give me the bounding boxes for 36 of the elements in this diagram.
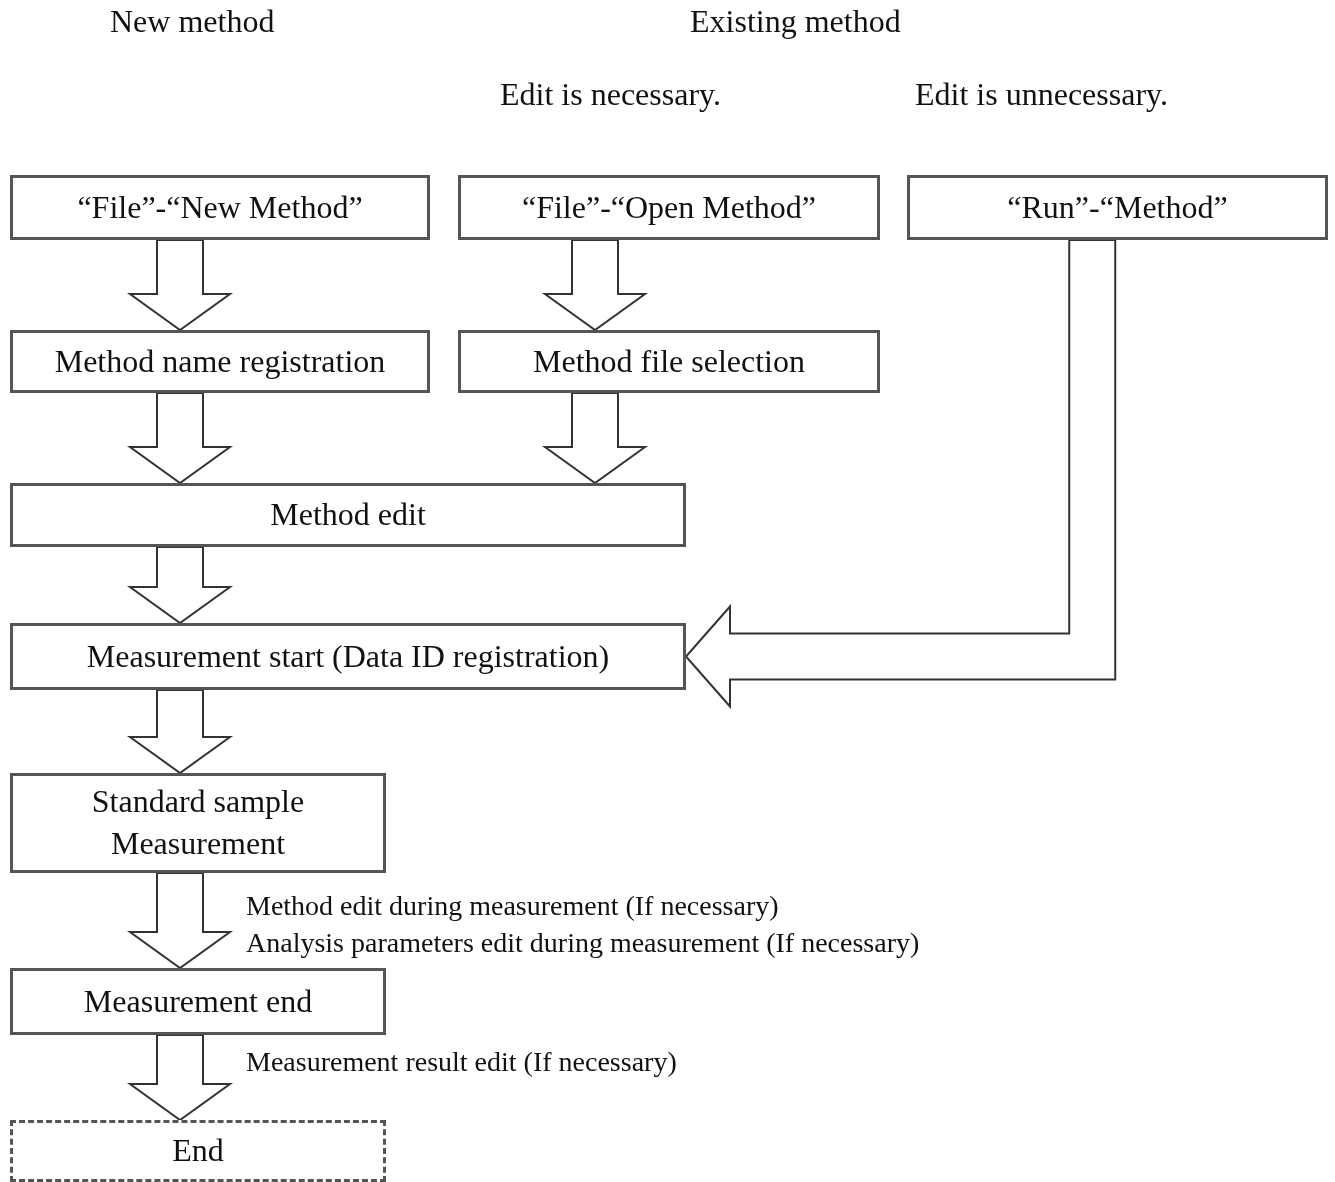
process-box bbox=[10, 330, 430, 393]
step-note: Analysis parameters edit during measurement (If necessary) bbox=[246, 927, 920, 959]
block-arrow bbox=[126, 239, 234, 332]
block-arrow bbox=[126, 546, 234, 625]
column-subheading: Edit is unnecessary. bbox=[915, 76, 1168, 113]
process-box bbox=[907, 175, 1328, 240]
box-text: “File”-“New Method” bbox=[77, 187, 363, 227]
column-heading: Existing method bbox=[690, 3, 901, 40]
box-text: End bbox=[172, 1131, 224, 1171]
column-subheading: Edit is necessary. bbox=[500, 76, 721, 113]
box-text: “File”-“Open Method” bbox=[521, 187, 817, 227]
box-text: Measurement start (Data ID registration) bbox=[86, 636, 610, 676]
box-text: Method file selection bbox=[533, 341, 805, 381]
block-arrow bbox=[684, 239, 1117, 710]
process-box bbox=[458, 175, 880, 240]
box-text: “Run”-“Method” bbox=[1007, 187, 1228, 227]
process-box bbox=[10, 623, 686, 690]
block-arrow bbox=[126, 872, 234, 970]
box-text: Method name registration bbox=[54, 341, 386, 381]
step-note: Method edit during measurement (If necessary) bbox=[246, 890, 779, 922]
end-box bbox=[10, 1120, 386, 1182]
column-heading: New method bbox=[110, 3, 275, 40]
process-box bbox=[10, 968, 386, 1035]
box-text: Measurement end bbox=[83, 981, 313, 1021]
process-box bbox=[10, 483, 686, 547]
block-arrow bbox=[126, 689, 234, 775]
step-note: Measurement result edit (If necessary) bbox=[246, 1046, 677, 1078]
block-arrow bbox=[126, 1034, 234, 1122]
box-text: Method edit bbox=[270, 495, 426, 535]
process-box bbox=[458, 330, 880, 393]
process-box bbox=[10, 175, 430, 240]
block-arrow bbox=[541, 392, 649, 485]
block-arrow bbox=[126, 392, 234, 485]
block-arrow bbox=[541, 239, 649, 332]
box-text: Standard sample Measurement bbox=[90, 782, 306, 863]
process-box bbox=[10, 773, 386, 873]
